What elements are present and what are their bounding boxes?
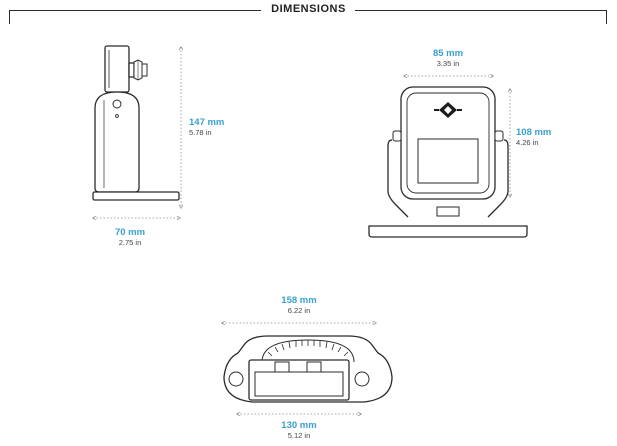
fan-grille [267, 340, 349, 357]
top-view-drawing [223, 335, 393, 403]
side-height-mm: 147 mm [189, 117, 225, 128]
frame-top-left-line [9, 10, 261, 11]
front-height-in: 4.26 in [516, 137, 539, 147]
top-overall-width-label: 158 mm 6.22 in [269, 295, 329, 316]
top-overall-width-mm: 158 mm [281, 295, 317, 306]
side-height-label: 147 mm 5.78 in [189, 117, 225, 138]
page-title: DIMENSIONS [271, 3, 346, 15]
side-height-in: 5.78 in [189, 127, 212, 137]
brand-logo-icon [434, 102, 462, 118]
top-inner-width-label: 130 mm 5.12 in [269, 420, 329, 441]
side-view-drawing [92, 45, 180, 201]
frame-right-tick [606, 10, 607, 24]
front-height-mm: 108 mm [516, 127, 552, 138]
side-depth-label: 70 mm 2.75 in [100, 227, 160, 248]
top-overall-width-in: 6.22 in [287, 305, 311, 315]
frame-left-tick [9, 10, 10, 24]
front-width-in: 3.35 in [436, 58, 460, 68]
top-inner-width-mm: 130 mm [281, 420, 317, 431]
front-height-label: 108 mm 4.26 in [516, 127, 552, 148]
front-width-label: 85 mm 3.35 in [418, 48, 478, 69]
frame-top-right-line [355, 10, 607, 11]
front-width-mm: 85 mm [432, 48, 464, 59]
side-depth-mm: 70 mm [114, 227, 146, 238]
side-depth-in: 2.75 in [118, 237, 142, 247]
top-inner-width-in: 5.12 in [287, 430, 311, 440]
front-view-drawing [368, 86, 528, 238]
